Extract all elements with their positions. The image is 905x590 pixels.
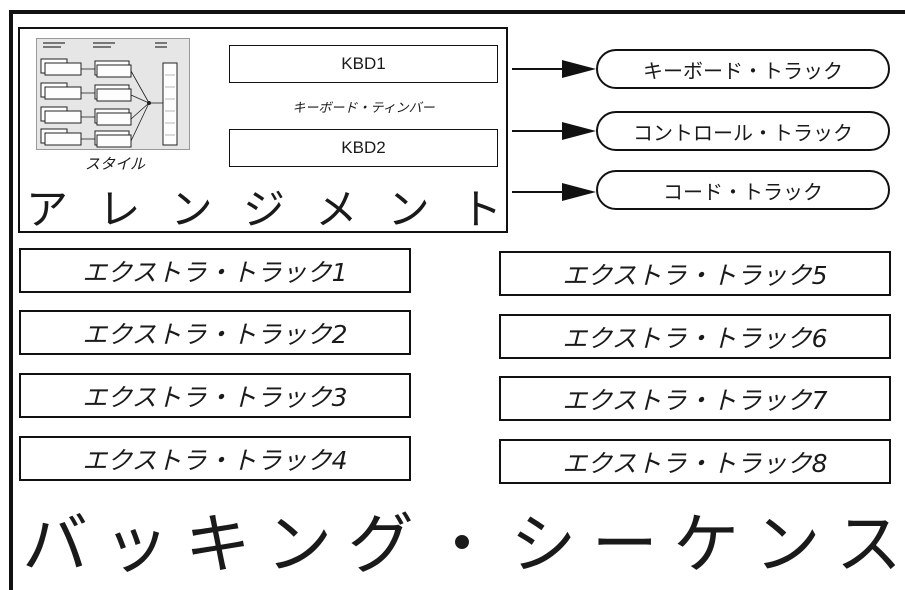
backing-sequence-char: グ: [347, 506, 414, 583]
kbd2-box: KBD2: [229, 129, 498, 167]
backing-sequence-char: ン: [266, 506, 333, 583]
arrangement-title-char: レ: [98, 184, 141, 234]
control-track-box: コントロール・トラック: [596, 111, 890, 151]
arrangement-title-char: ア: [26, 184, 69, 234]
backing-sequence-char: ス: [835, 506, 902, 583]
backing-sequence-char: バ: [22, 506, 88, 583]
extra-track-6-box: エクストラ・トラック6: [499, 314, 891, 359]
backing-sequence-char: シ: [510, 506, 577, 583]
arrangement-title-char: メ: [315, 184, 358, 234]
backing-sequence-char: ー: [591, 506, 658, 583]
arrangement-title-char: ン: [387, 184, 430, 234]
extra-track-2-box: エクストラ・トラック2: [19, 310, 411, 355]
extra-track-4-box: エクストラ・トラック4: [19, 436, 411, 481]
style-label: スタイル: [84, 155, 145, 173]
extra-track-3-box: エクストラ・トラック3: [19, 373, 411, 418]
backing-sequence-char: ケ: [673, 506, 740, 583]
extra-track-5-box: エクストラ・トラック5: [499, 251, 891, 296]
extra-track-1-box: エクストラ・トラック1: [19, 248, 411, 293]
arrangement-title-char: ジ: [242, 184, 285, 234]
arrow-to-control-track-icon: [512, 122, 596, 140]
keyboard-timbre-label: キーボード・ティンバー: [292, 101, 435, 116]
backing-sequence-char: ン: [754, 506, 821, 583]
backing-sequence-char: ・: [428, 506, 495, 583]
extra-track-7-box: エクストラ・トラック7: [499, 376, 891, 421]
extra-track-8-box: エクストラ・トラック8: [499, 439, 891, 484]
arrangement-title-char: ン: [170, 184, 213, 234]
chord-track-box: コード・トラック: [596, 170, 890, 210]
backing-sequence-frame: [9, 10, 905, 590]
style-thumbnail-image: [36, 38, 190, 150]
backing-sequence-char: キ: [184, 506, 251, 583]
arrow-to-chord-track-icon: [512, 183, 596, 201]
arrangement-title: ア レ ン ジ メ ン ト: [22, 182, 506, 234]
arrow-to-keyboard-track-icon: [512, 60, 596, 78]
style-diagram-graphic: [37, 39, 189, 149]
backing-sequence-char: ッ: [103, 506, 170, 583]
keyboard-track-box: キーボード・トラック: [596, 49, 890, 89]
kbd1-box: KBD1: [229, 45, 498, 83]
arrangement-title-char: ト: [459, 184, 502, 234]
backing-sequence-title: バ ッ キ ン グ ・ シ ー ケ ン ス: [22, 500, 902, 583]
